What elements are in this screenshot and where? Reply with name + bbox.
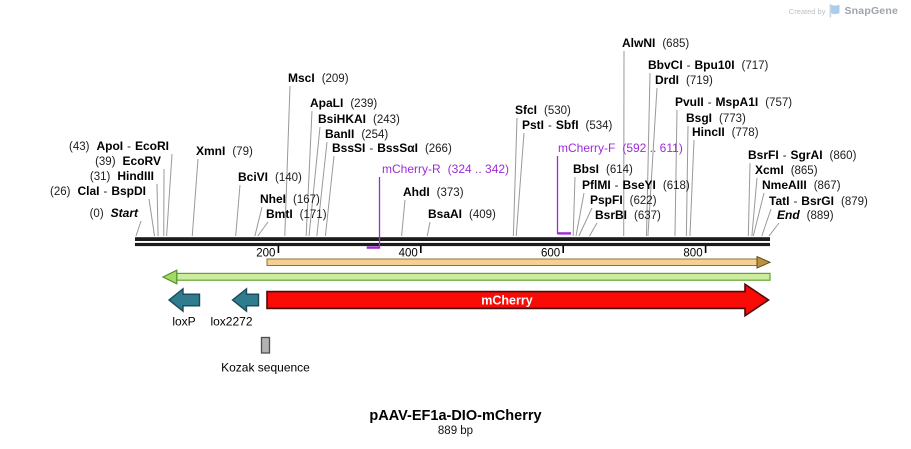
site-leader-BciVI <box>235 184 241 237</box>
site-label-BsgI[interactable]: BsgI(773) <box>686 111 746 125</box>
site-leader-MscI <box>284 85 291 237</box>
site-label-PstI-SbfI[interactable]: PstI-SbfI(534) <box>522 118 613 132</box>
primer-label-mCherry-F[interactable]: mCherry-F(592 .. 611) <box>558 141 683 155</box>
site-leader-NheI <box>254 206 263 237</box>
site-leader-BssSI-BssS-I <box>324 155 335 237</box>
site-label-DrdI[interactable]: DrdI(719) <box>655 73 713 87</box>
site-leader-ClaI-BspDI <box>148 198 156 237</box>
site-leader-BsgI <box>685 125 689 237</box>
site-label-PvuII-MspA1I[interactable]: PvuII-MspA1I(757) <box>675 95 792 109</box>
site-leader-BmtI <box>257 221 269 237</box>
watermark: Created by SnapGene <box>789 4 898 18</box>
site-leader-ApaLI <box>305 110 313 237</box>
site-leader-NmeAIII <box>752 192 765 237</box>
site-leader-BbvCI-Bpu10I <box>646 72 651 237</box>
site-label-BanII[interactable]: BanII(254) <box>325 127 388 141</box>
site-leader-DrdI <box>647 87 658 237</box>
site-leader-PflMI-BseYI <box>575 192 585 237</box>
site-label-XmnI[interactable]: XmnI(79) <box>196 144 253 158</box>
mcherry-feature-label[interactable]: mCherry <box>481 294 532 308</box>
site-label-AlwNI[interactable]: AlwNI(685) <box>622 36 689 50</box>
loxp-arrow[interactable] <box>167 287 201 313</box>
site-leader-PspFI <box>578 207 593 237</box>
watermark-brand: SnapGene <box>844 5 898 17</box>
site-leader-BsiHKAI <box>308 126 321 237</box>
site-leader-TatI-BsrGI <box>761 208 772 237</box>
site-leader-BsrBI <box>589 222 598 237</box>
site-leader-AhdI <box>401 199 406 237</box>
site-leader-XmnI <box>191 158 199 237</box>
site-label-ClaI-BspDI[interactable]: (26)ClaI-BspDI <box>50 184 146 198</box>
ruler-tick-label-200: 200 <box>256 248 275 260</box>
title-block: pAAV-EF1a-DIO-mCherry 889 bp <box>0 408 911 438</box>
site-label-End[interactable]: End(889) <box>777 208 834 222</box>
site-label-Start[interactable]: (0)Start <box>90 206 139 220</box>
site-label-PflMI-BseYI[interactable]: PflMI-BseYI(618) <box>582 178 690 192</box>
lox2272-label[interactable]: lox2272 <box>210 315 252 329</box>
lox2272-arrow[interactable] <box>231 287 260 313</box>
site-leader-XcmI <box>751 177 758 237</box>
snapgene-logo-icon <box>829 4 840 18</box>
site-label-BbvCI-Bpu10I[interactable]: BbvCI-Bpu10I(717) <box>648 58 769 72</box>
site-label-BsrBI[interactable]: BsrBI(637) <box>595 208 661 222</box>
site-label-ApaLI[interactable]: ApaLI(239) <box>310 96 377 110</box>
kozak-marker[interactable] <box>260 336 271 354</box>
site-label-BsiHKAI[interactable]: BsiHKAI(243) <box>318 112 400 126</box>
primer-label-mCherry-R[interactable]: mCherry-R(324 .. 342) <box>382 162 509 176</box>
site-leader-BsrFI-SgrAI <box>747 162 751 237</box>
site-leader-BanII <box>316 141 328 237</box>
site-label-BciVI[interactable]: BciVI(140) <box>238 170 302 184</box>
site-label-NmeAIII[interactable]: NmeAIII(867) <box>762 178 841 192</box>
mcherry-arrow[interactable] <box>266 282 770 318</box>
site-label-TatI-BsrGI[interactable]: TatI-BsrGI(879) <box>769 194 868 208</box>
site-label-PspFI[interactable]: PspFI(622) <box>590 193 657 207</box>
kozak-label[interactable]: Kozak sequence <box>221 361 310 375</box>
green-feature-arrow-head[interactable] <box>161 269 178 285</box>
plasmid-length: 889 bp <box>437 425 474 437</box>
site-label-BsaAI[interactable]: BsaAI(409) <box>428 207 496 221</box>
plasmid-title: pAAV-EF1a-DIO-mCherry <box>369 408 542 424</box>
ruler-tick-label-800: 800 <box>683 248 702 260</box>
site-label-XcmI[interactable]: XcmI(865) <box>755 163 818 177</box>
site-leader-Start <box>135 220 142 237</box>
sequence-line-top <box>135 237 770 241</box>
ruler-tick-label-400: 400 <box>399 248 418 260</box>
site-leader-HindIII <box>156 183 159 237</box>
orange-feature-arrow-head[interactable] <box>756 255 772 269</box>
site-leader-PstI-SbfI <box>515 132 525 237</box>
loxp-label[interactable]: loxP <box>172 315 195 329</box>
site-leader-BsaAI <box>426 221 431 237</box>
site-leader-HincII <box>689 139 695 237</box>
site-leader-ApoI-EcoRI <box>166 153 173 237</box>
orange-feature-arrow[interactable] <box>266 258 758 266</box>
watermark-created-by: Created by <box>788 6 826 16</box>
site-label-ApoI-EcoRI[interactable]: (43)ApoI-EcoRI <box>69 139 169 153</box>
site-label-EcoRV[interactable]: (39)EcoRV <box>95 154 161 168</box>
site-label-HindIII[interactable]: (31)HindIII <box>90 169 154 183</box>
site-label-HincII[interactable]: HincII(778) <box>692 125 759 139</box>
ruler-tick-label-600: 600 <box>541 248 560 260</box>
site-leader-SfcI <box>512 117 518 237</box>
site-leader-PvuII-MspA1I <box>674 109 678 237</box>
site-label-SfcI[interactable]: SfcI(530) <box>515 103 571 117</box>
sequence-line-bottom <box>135 242 770 247</box>
site-leader-End <box>768 222 780 237</box>
green-feature-arrow[interactable] <box>175 272 771 281</box>
site-label-MscI[interactable]: MscI(209) <box>288 71 349 85</box>
site-label-NheI[interactable]: NheI(167) <box>260 192 320 206</box>
site-label-AhdI[interactable]: AhdI(373) <box>403 185 464 199</box>
site-label-BbsI[interactable]: BbsI(614) <box>573 162 633 176</box>
site-leader-BbsI <box>572 176 576 237</box>
site-label-BssSI-BssS-I[interactable]: BssSI-BssSαI(266) <box>332 141 452 155</box>
site-label-BmtI[interactable]: BmtI(171) <box>266 207 327 221</box>
site-label-BsrFI-SgrAI[interactable]: BsrFI-SgrAI(860) <box>748 148 857 162</box>
